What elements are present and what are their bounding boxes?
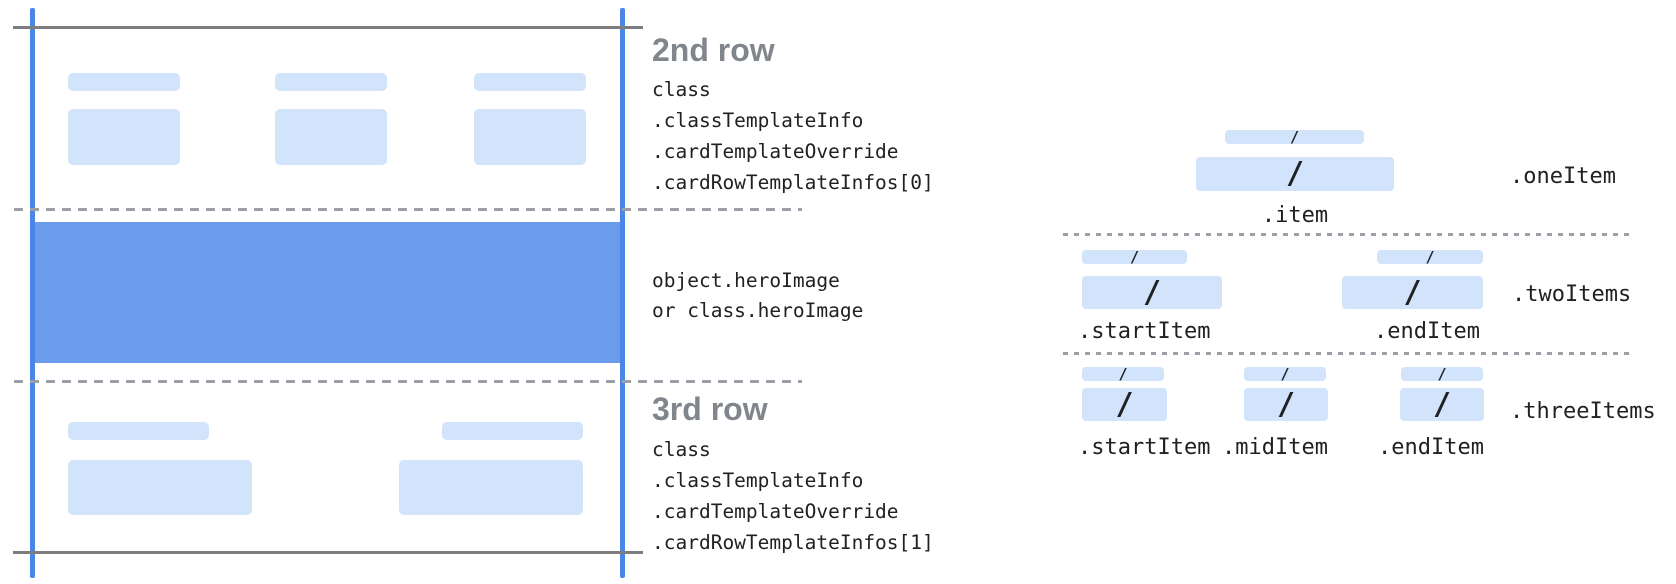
hero-code-line: or class.heroImage — [652, 299, 864, 322]
card-top-line — [13, 26, 643, 29]
slash-glyph: / — [1118, 364, 1128, 383]
row3-start-value-placeholder — [68, 460, 252, 515]
layout-separator-dotted-line-1 — [1063, 233, 1633, 236]
row2-code-line: class — [652, 78, 711, 101]
row2-col3-value-placeholder — [474, 109, 586, 165]
card-left-edge-line — [30, 8, 35, 578]
row2-col1-value-placeholder — [68, 109, 180, 165]
slash-glyph: / — [1403, 274, 1422, 310]
slash-glyph: / — [1276, 386, 1296, 422]
hero-image-band — [35, 222, 620, 363]
card-right-edge-line — [620, 8, 625, 578]
one-item-group-label: .oneItem — [1510, 164, 1616, 189]
row3-code-line: .cardRowTemplateInfos[1] — [652, 531, 934, 554]
row2-col3-label-placeholder — [474, 73, 586, 91]
layout-separator-dotted-line-2 — [1063, 352, 1633, 355]
card-bottom-line — [13, 551, 643, 554]
row3-heading: 3rd row — [652, 391, 768, 427]
three-items-mid-label-chip: / — [1244, 364, 1326, 383]
row2-col1-label-placeholder — [68, 73, 180, 91]
slash-glyph: / — [1129, 247, 1140, 266]
row2-code-line: .classTemplateInfo — [652, 109, 864, 132]
hero-code-block: object.heroImage or class.heroImage — [652, 266, 863, 326]
slash-glyph: / — [1285, 156, 1305, 191]
row2-col2-label-placeholder — [275, 73, 387, 91]
one-item-value-chip: / — [1196, 157, 1394, 191]
two-items-start-value-chip: / — [1082, 276, 1222, 309]
end-item-label: .endItem — [1378, 435, 1484, 460]
three-items-mid-value-chip: / — [1244, 388, 1328, 421]
three-items-start-label-chip: / — [1082, 364, 1164, 383]
three-items-end-value-chip: / — [1400, 388, 1484, 421]
row3-start-label-placeholder — [68, 422, 209, 440]
item-label: .item — [1261, 203, 1329, 228]
slash-glyph: / — [1142, 274, 1162, 310]
row3-code-block: class .classTemplateInfo .cardTemplateOv… — [652, 434, 934, 558]
start-item-label: .startItem — [1078, 435, 1211, 460]
row3-code-line: .classTemplateInfo — [652, 469, 864, 492]
row3-end-value-placeholder — [399, 460, 583, 515]
slash-glyph: / — [1432, 386, 1452, 422]
three-items-group-label: .threeItems — [1510, 399, 1656, 424]
slash-glyph: / — [1437, 364, 1447, 383]
end-item-label: .endItem — [1374, 319, 1480, 344]
row-separator-dashed-line-top — [14, 208, 802, 211]
hero-code-line: object.heroImage — [652, 269, 840, 292]
row-separator-dashed-line-bottom — [14, 380, 802, 383]
row3-code-line: class — [652, 438, 711, 461]
row2-code-line: .cardRowTemplateInfos[0] — [652, 171, 934, 194]
row2-heading: 2nd row — [652, 32, 775, 68]
two-items-group-label: .twoItems — [1512, 282, 1632, 307]
two-items-end-value-chip: / — [1342, 276, 1483, 309]
row2-code-block: class .classTemplateInfo .cardTemplateOv… — [652, 74, 934, 198]
start-item-label: .startItem — [1078, 319, 1211, 344]
row3-code-line: .cardTemplateOverride — [652, 500, 899, 523]
two-items-start-label-chip: / — [1082, 247, 1187, 266]
one-item-label-chip: / — [1225, 127, 1364, 146]
slash-glyph: / — [1425, 247, 1435, 266]
mid-item-label: .midItem — [1222, 435, 1328, 460]
row2-code-line: .cardTemplateOverride — [652, 140, 899, 163]
two-items-end-label-chip: / — [1377, 247, 1483, 266]
slash-glyph: / — [1280, 364, 1290, 383]
row3-end-label-placeholder — [442, 422, 583, 440]
three-items-end-label-chip: / — [1401, 364, 1483, 383]
slash-glyph: / — [1115, 386, 1134, 422]
three-items-start-value-chip: / — [1082, 388, 1167, 421]
row2-col2-value-placeholder — [275, 109, 387, 165]
slash-glyph: / — [1289, 127, 1300, 146]
